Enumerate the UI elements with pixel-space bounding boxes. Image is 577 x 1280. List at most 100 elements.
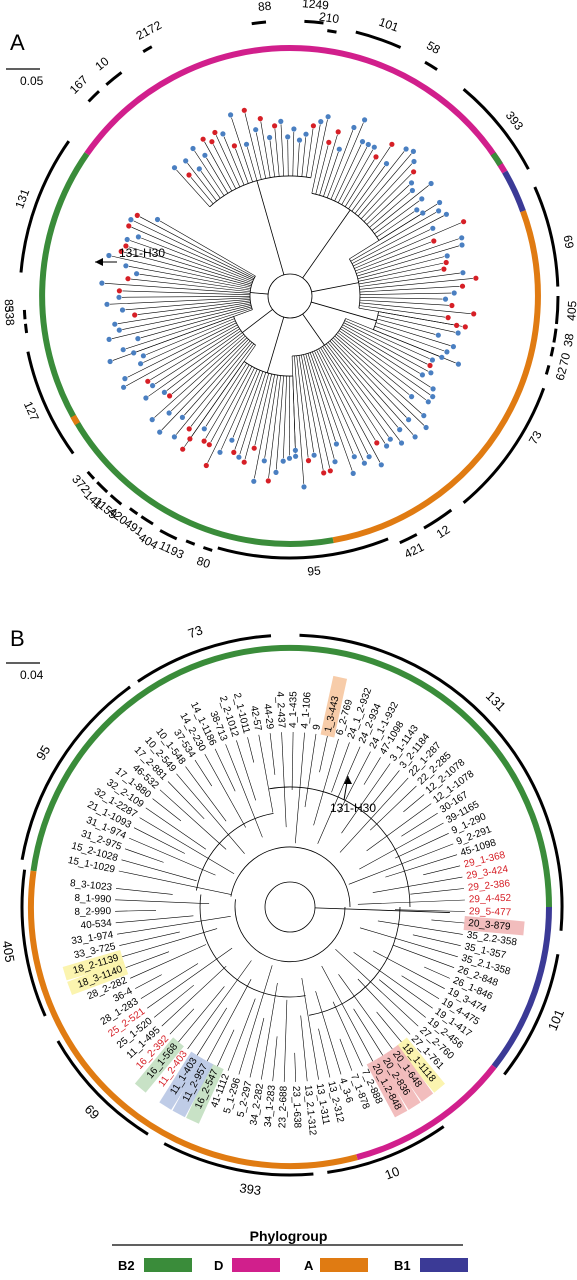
st-arc-a-95: [217, 537, 389, 560]
leaf-label: 34_1-283: [263, 1084, 278, 1128]
st-label-b-131: 131: [483, 688, 509, 714]
tip-dot: [116, 288, 122, 294]
st-label-a-80: 80: [195, 554, 212, 572]
tip-dot: [171, 165, 178, 171]
tip-dot: [387, 436, 393, 442]
tip-dot: [134, 212, 140, 218]
leaf-label: 4_1-106: [300, 691, 314, 729]
st-arc-a-83: [22, 309, 27, 320]
tip-dot: [425, 399, 431, 405]
st-arc-a-167: [87, 90, 101, 103]
tip-dot: [326, 139, 332, 145]
tip-dot: [286, 455, 293, 461]
tip-dot: [374, 440, 380, 446]
tip-dot: [462, 324, 468, 330]
phylogroup-arc-a-small: [70, 414, 80, 426]
legend-swatch-b1: [420, 1258, 468, 1272]
tip-dot: [459, 242, 465, 248]
phylogroup-arc-b2: [39, 152, 334, 547]
tip-dot: [257, 116, 263, 122]
tip-dot: [371, 144, 377, 150]
legend-label-b1: B1: [394, 1258, 411, 1273]
panel-a-letter: A: [10, 30, 25, 55]
tip-dot: [203, 462, 209, 469]
st-label-a-393: 393: [503, 108, 527, 133]
tip-dot: [124, 236, 130, 243]
tip-dot: [150, 383, 156, 389]
leaf-label: 23_2-688: [277, 1085, 289, 1128]
tip-dot: [145, 378, 151, 384]
panel-b-st-arcs: [20, 633, 564, 1177]
st-arc-b-69: [56, 1040, 149, 1136]
tip-dot: [99, 280, 105, 286]
leaf-label: 29_2-386: [467, 878, 511, 893]
tip-dot: [291, 126, 297, 132]
panel-a-annotation: 131-H30: [95, 246, 165, 266]
tip-dot: [122, 376, 128, 382]
panel-b-scale-label: 0.04: [20, 668, 44, 682]
tip-dot: [138, 361, 144, 367]
panel-a-annotation-text: 131-H30: [119, 246, 165, 260]
tip-dot: [120, 347, 126, 353]
phylogroup-arc-a: [332, 210, 541, 544]
tip-dot: [180, 446, 186, 452]
tip-dot: [243, 141, 250, 147]
tip-dot: [131, 350, 137, 356]
tip-dot: [455, 361, 461, 367]
tip-dot: [398, 440, 405, 446]
tip-dot: [441, 266, 447, 272]
tip-dot: [361, 460, 367, 466]
tip-dot: [267, 134, 273, 141]
st-arc-b-405: [20, 869, 47, 1017]
leaf-label: 29_5-477: [469, 906, 512, 918]
leaf-label: 8_2-990: [74, 906, 111, 918]
tip-dot: [428, 180, 434, 187]
tip-dot: [171, 434, 177, 440]
tip-dot: [384, 443, 390, 449]
tip-dot: [443, 211, 449, 217]
st-arc-a-2172: [142, 45, 153, 53]
tip-dot: [179, 414, 185, 420]
st-label-a-88: 88: [257, 0, 272, 14]
tip-dot: [437, 199, 443, 206]
st-arc-a-420: [128, 507, 139, 516]
tip-dot: [107, 358, 113, 365]
st-arc-b-101: [503, 953, 560, 1076]
st-label-a-73: 73: [526, 428, 545, 447]
st-arc-b-10: [327, 1125, 445, 1174]
tip-dot: [261, 458, 267, 464]
tip-dot: [410, 148, 416, 154]
tip-dot: [253, 127, 259, 133]
st-arc-a-58: [424, 60, 438, 71]
tip-dot: [455, 330, 461, 336]
tip-dot: [143, 395, 149, 401]
tip-dot: [190, 145, 196, 152]
tip-dot: [265, 478, 271, 484]
phylogroup-arc-b2: [30, 644, 552, 908]
tip-dot: [106, 336, 112, 342]
panel-a-tip-dots: [99, 107, 479, 490]
st-arc-a-80: [202, 546, 213, 552]
panel-b-tree: [115, 731, 465, 1082]
st-label-a-131: 131: [12, 187, 32, 211]
st-label-b-393: 393: [239, 1180, 263, 1198]
st-label-a-1249: 1249: [302, 0, 330, 12]
tip-dot: [435, 332, 441, 338]
tip-dot: [403, 146, 409, 152]
st-arc-a-372: [86, 470, 96, 480]
tip-dot: [278, 118, 284, 124]
st-arc-a-421: [399, 533, 418, 545]
tip-dot: [301, 484, 307, 490]
tip-dot: [445, 315, 451, 321]
tip-dot: [209, 139, 215, 145]
tip-dot: [451, 290, 457, 296]
tip-dot: [336, 146, 342, 152]
tip-dot: [350, 470, 356, 476]
tip-dot: [397, 427, 403, 433]
st-label-b-69: 69: [82, 1102, 103, 1123]
st-arc-a-491: [140, 515, 154, 526]
tip-dot: [134, 271, 140, 277]
tip-dot: [201, 426, 207, 432]
tip-dot: [200, 136, 206, 142]
leaf-label: 8_1-990: [74, 893, 112, 905]
